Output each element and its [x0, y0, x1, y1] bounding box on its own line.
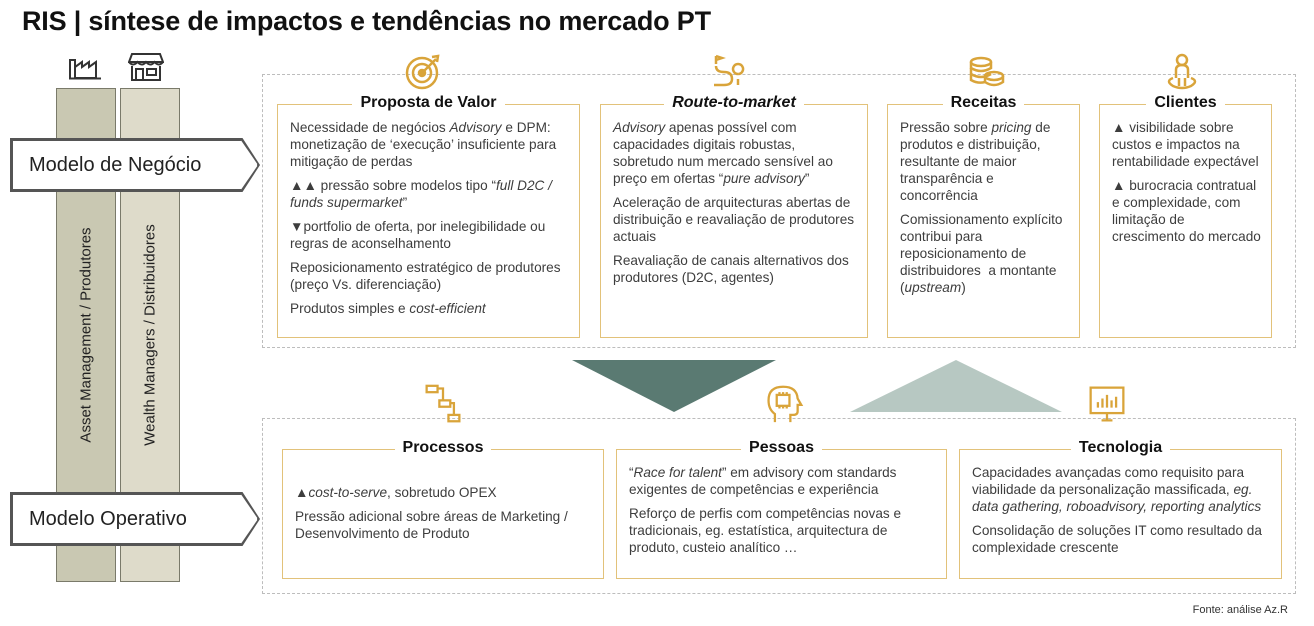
- pillar-wealth-managers-label: Wealth Managers / Distribuidores: [141, 224, 159, 446]
- page-title: RIS | síntese de impactos e tendências n…: [22, 6, 711, 36]
- list-item: Pressão adicional sobre áreas de Marketi…: [295, 509, 568, 541]
- card-processos: Processos ▲cost-to-serve, sobretudo OPEX…: [282, 439, 604, 579]
- list-item: Consolidação de soluções IT como resulta…: [972, 523, 1262, 555]
- list-item: Reposicionamento estratégico de produtor…: [290, 260, 561, 292]
- factory-icon: [69, 59, 101, 80]
- modelo-negocio-label: Modelo de Negócio: [12, 140, 258, 190]
- up-triangle: [850, 360, 1062, 412]
- list-item: Advisory apenas possível com capacidades…: [613, 120, 833, 186]
- list-item: Produtos simples e cost-efficient: [290, 301, 486, 316]
- coins-icon: [969, 56, 1005, 87]
- list-item: ▲ visibilidade sobre custos e impactos n…: [1112, 120, 1259, 169]
- modelo-negocio-region: [262, 74, 1296, 348]
- modelo-operativo-label: Modelo Operativo: [12, 494, 258, 544]
- list-item: ▼portfolio de oferta, por inelegibilidad…: [290, 219, 546, 251]
- down-triangle: [572, 360, 776, 412]
- monitor-chart-icon: [1089, 386, 1125, 422]
- card-title: Receitas: [942, 94, 1025, 111]
- card-title: Processos: [394, 439, 492, 456]
- card-title: Tecnologia: [1070, 439, 1171, 456]
- list-item: Pressão sobre pricing de produtos e dist…: [900, 120, 1051, 203]
- target-icon: [405, 54, 440, 90]
- list-item: “Race for talent” em advisory com standa…: [629, 465, 897, 497]
- pillar-asset-management-label: Asset Management / Produtores: [77, 227, 95, 443]
- source-note: Fonte: análise Az.R: [1192, 604, 1288, 616]
- route-icon: [714, 54, 745, 87]
- card-title: Pessoas: [741, 439, 822, 456]
- list-item: Reavaliação de canais alternativos dos p…: [613, 253, 849, 285]
- card-receitas: Receitas Pressão sobre pricing de produt…: [887, 94, 1080, 338]
- list-item: ▲cost-to-serve, sobretudo OPEX: [295, 485, 497, 500]
- card-tecnologia: Tecnologia Capacidades avançadas como re…: [959, 439, 1282, 579]
- list-item: Comissionamento explícito contribui para…: [900, 212, 1063, 295]
- list-item: Capacidades avançadas como requisito par…: [972, 465, 1262, 514]
- list-item: Necessidade de negócios Advisory e DPM: …: [290, 120, 557, 169]
- list-item: Aceleração de arquitecturas abertas de d…: [613, 195, 855, 244]
- card-title: Proposta de Valor: [352, 94, 505, 111]
- card-title: Route-to-market: [664, 94, 804, 111]
- card-proposta-de-valor: Proposta de Valor Necessidade de negócio…: [277, 94, 580, 338]
- store-icon: [128, 53, 164, 81]
- card-route-to-market: Route-to-market Advisory apenas possível…: [600, 94, 868, 338]
- head-chip-icon: [767, 385, 804, 423]
- list-item: ▲▲ pressão sobre modelos tipo “full D2C …: [290, 178, 552, 210]
- list-item: Reforço de perfis com competências novas…: [629, 506, 902, 555]
- process-flow-icon: [425, 384, 461, 423]
- card-clientes: Clientes ▲ visibilidade sobre custos e i…: [1099, 94, 1272, 338]
- modelo-operativo-region: [262, 418, 1296, 594]
- person-pin-icon: [1167, 53, 1197, 90]
- card-title: Clientes: [1146, 94, 1225, 111]
- card-pessoas: Pessoas “Race for talent” em advisory co…: [616, 439, 947, 579]
- list-item: ▲ burocracia contratual e complexidade, …: [1112, 178, 1261, 244]
